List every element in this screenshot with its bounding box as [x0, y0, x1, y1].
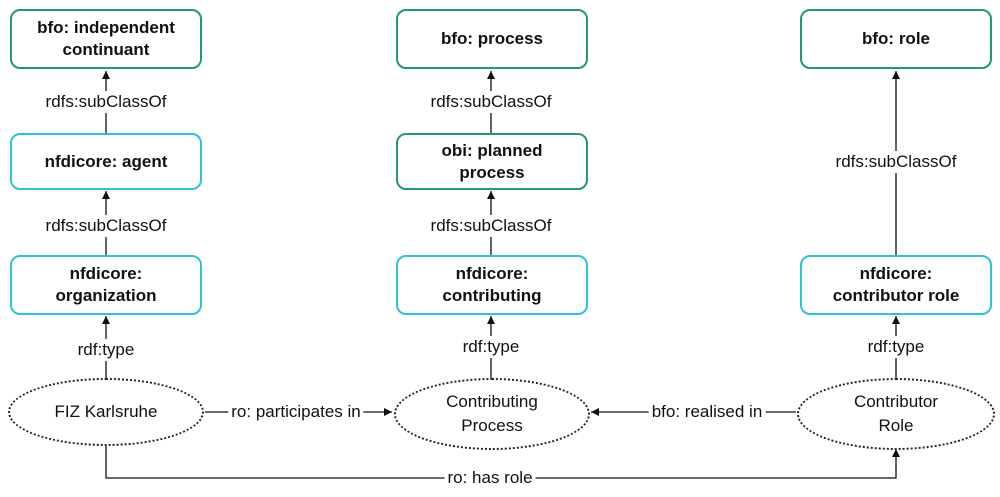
edge-label-subclassof: rdfs:subClassOf — [427, 215, 555, 237]
edge-label-rdf-type: rdf:type — [864, 336, 928, 358]
edge-label-subclassof: rdfs:subClassOf — [832, 151, 960, 173]
edge-label-realised-in: bfo: realised in — [648, 401, 766, 423]
edge-label-subclassof: rdfs:subClassOf — [42, 91, 170, 113]
class-organization: nfdicore: organization — [10, 255, 202, 315]
instance-fiz-karlsruhe: FIZ Karlsruhe — [8, 378, 204, 446]
edge-label-subclassof: rdfs:subClassOf — [427, 91, 555, 113]
edge-label-subclassof: rdfs:subClassOf — [42, 215, 170, 237]
class-label: nfdicore: organization — [55, 264, 157, 305]
class-independent-continuant: bfo: independent continuant — [10, 9, 202, 69]
class-label: bfo: process — [440, 29, 544, 48]
class-contributing: nfdicore: contributing — [396, 255, 588, 315]
instance-contributing-process: Contributing Process — [394, 378, 590, 450]
instance-label: FIZ Karlsruhe — [54, 402, 158, 421]
class-label: bfo: independent continuant — [37, 18, 175, 59]
class-label: nfdicore: contributor role — [832, 264, 960, 305]
instance-contributor-role: Contributor Role — [797, 378, 995, 450]
class-planned-process: obi: planned process — [396, 133, 588, 190]
class-contributor-role: nfdicore: contributor role — [800, 255, 992, 315]
class-label: nfdicore: contributing — [442, 264, 542, 305]
class-role: bfo: role — [800, 9, 992, 69]
edge-label-has-role: ro: has role — [444, 467, 536, 489]
class-agent: nfdicore: agent — [10, 133, 202, 190]
edge-label-rdf-type: rdf:type — [459, 336, 523, 358]
edge-label-participates-in: ro: participates in — [228, 401, 364, 423]
class-process: bfo: process — [396, 9, 588, 69]
class-label: bfo: role — [862, 29, 930, 48]
class-label: nfdicore: agent — [44, 151, 168, 171]
instance-label: Contributor Role — [853, 392, 939, 435]
instance-label: Contributing Process — [446, 392, 538, 435]
edge-label-rdf-type: rdf:type — [74, 339, 138, 361]
class-label: obi: planned process — [441, 140, 543, 182]
